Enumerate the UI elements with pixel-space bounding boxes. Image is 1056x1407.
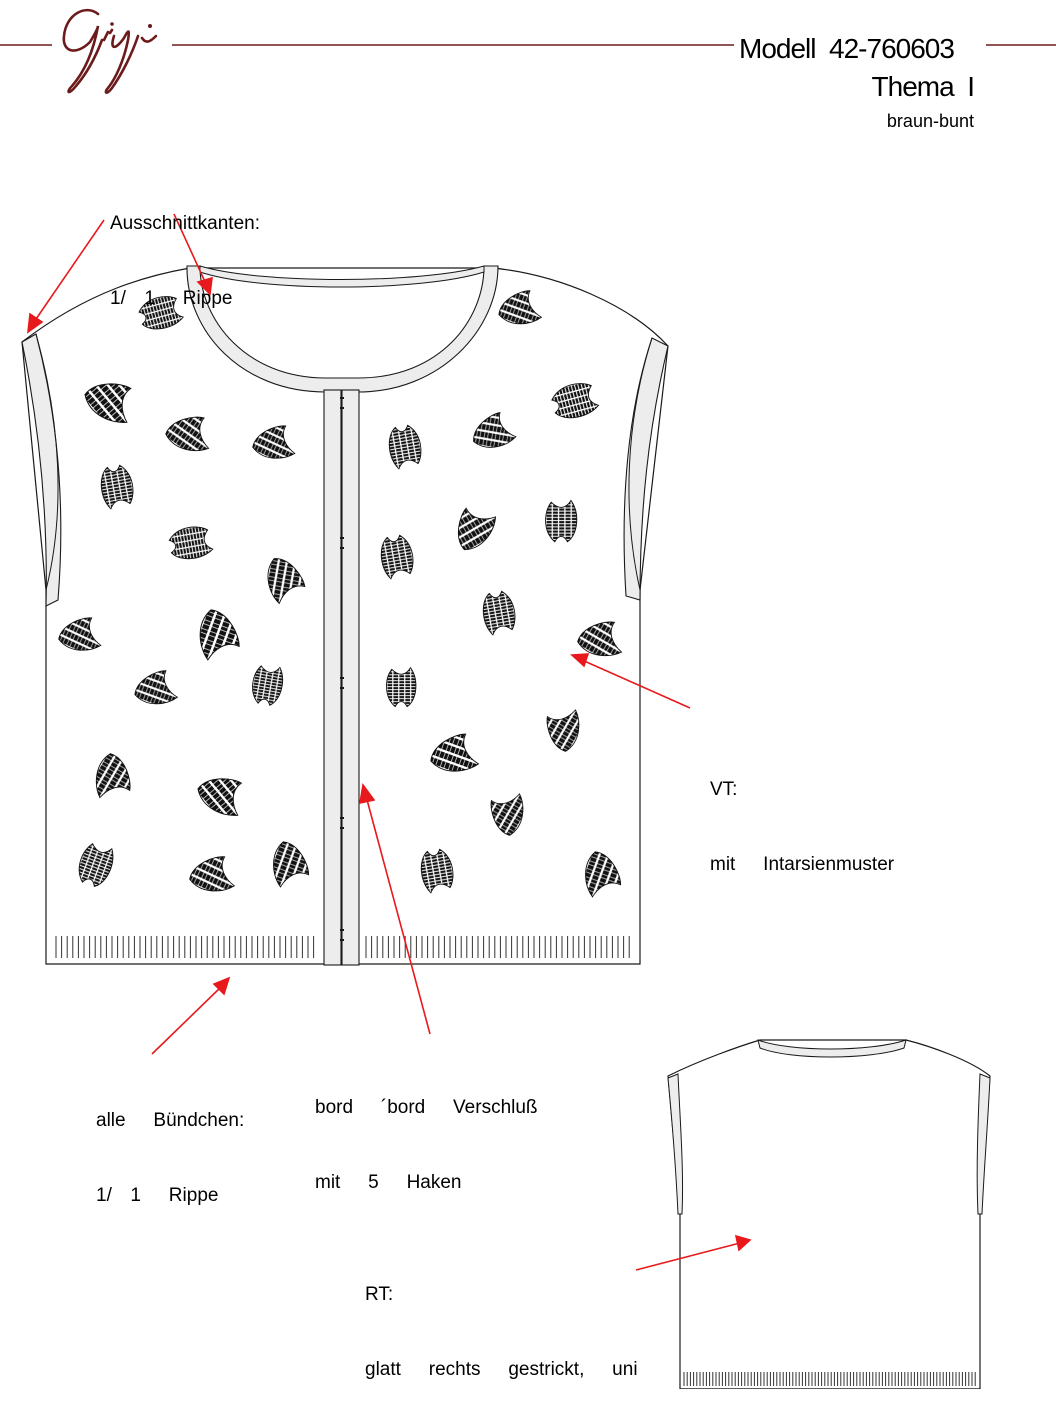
neckline-note-title: Ausschnittkanten:	[110, 213, 260, 234]
armhole-trim-right	[623, 337, 669, 601]
intarsia-motif	[386, 668, 415, 707]
model-number: Modell 42-760603	[739, 33, 955, 64]
closure-note: bord ´bord Verschluß mit 5 Haken	[315, 1045, 538, 1220]
back-neck-trim	[757, 1039, 907, 1058]
back-armhole-trim-left	[667, 1073, 684, 1215]
hem-rib-right	[365, 936, 630, 958]
brand-logo	[62, 8, 158, 94]
back-view	[667, 1039, 991, 1389]
neckline-trim	[186, 265, 499, 393]
back-note-title: RT:	[365, 1284, 394, 1305]
annotation-arrows	[27, 213, 752, 1271]
front-view	[21, 265, 669, 966]
hook-closures	[340, 397, 344, 941]
armhole-trim-left	[21, 333, 62, 607]
back-note: RT: glatt rechts gestrickt, uni	[365, 1232, 638, 1407]
placket-right	[341, 389, 360, 966]
intarsia-motif	[546, 500, 577, 541]
back-hem-rib	[683, 1372, 976, 1386]
arrow-neckline-left	[27, 219, 105, 334]
arrow-intarsia	[570, 653, 691, 709]
placket-left	[323, 389, 342, 966]
arrow-cuffs	[151, 976, 231, 1055]
front-note: VT: mit Intarsienmuster	[710, 727, 894, 902]
cuffs-note-detail: 1/ 1 Rippe	[96, 1185, 219, 1206]
color-label: braun-bunt	[886, 111, 974, 131]
hem-rib-left	[55, 936, 315, 958]
arrow-closure	[359, 782, 431, 1035]
arrow-back	[635, 1234, 752, 1271]
neckline-note: Ausschnittkanten: 1/ 1 Rippe	[110, 161, 260, 336]
arrow-neckline-right	[173, 213, 213, 296]
closure-note-title: bord ´bord Verschluß	[315, 1097, 538, 1118]
neckline-note-detail: 1/ 1 Rippe	[110, 288, 233, 309]
back-note-detail: glatt rechts gestrickt, uni	[365, 1359, 638, 1380]
cuffs-note: alle Bündchen: 1/ 1 Rippe	[96, 1058, 244, 1233]
closure-note-detail: mit 5 Haken	[315, 1172, 462, 1193]
front-note-detail: mit Intarsienmuster	[710, 854, 895, 875]
back-armhole-trim-right	[976, 1073, 991, 1215]
front-note-title: VT:	[710, 779, 738, 800]
cuffs-note-title: alle Bündchen:	[96, 1110, 245, 1131]
theme-label: Thema I	[871, 71, 975, 102]
